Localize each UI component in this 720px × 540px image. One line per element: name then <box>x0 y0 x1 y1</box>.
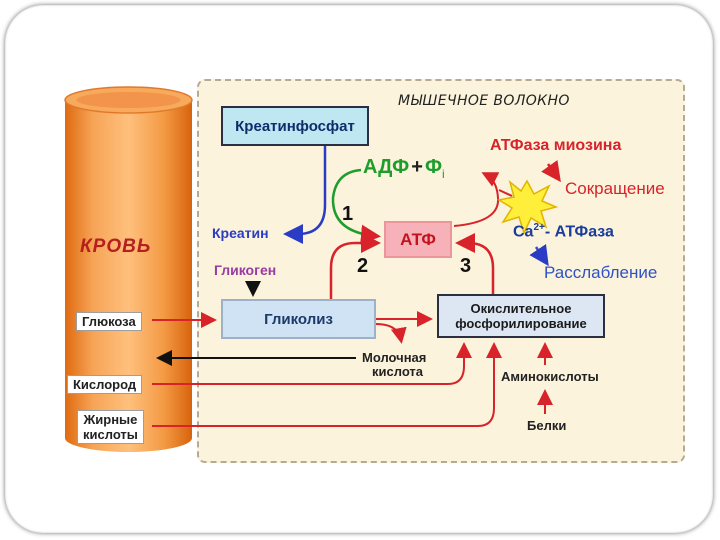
amino-acids-label: Аминокислоты <box>501 369 599 384</box>
oxygen-tag: Кислород <box>67 375 143 394</box>
relaxation-label: Расслабление <box>544 263 658 282</box>
oxphos-line-1: Окислительное <box>470 301 572 316</box>
proteins-label: Белки <box>527 418 567 433</box>
glycolysis-box: Гликолиз <box>221 299 376 339</box>
pathway-3-label: 3 <box>460 255 472 277</box>
myosin-atpase-label: АТФаза миозина <box>490 137 622 154</box>
creatine-phosphate-box: Креатинфосфат <box>221 106 369 146</box>
fatty-acids-line-1: Жирные <box>83 412 138 427</box>
lactic-acid-line-1: Молочная <box>362 350 427 365</box>
energy-starburst-icon <box>496 179 559 236</box>
plus-sign: + <box>411 156 423 178</box>
fatty-acids-line-2: кислоты <box>83 427 138 442</box>
fatty-acids-tag: Жирные кислоты <box>77 410 144 444</box>
ca-label: Ca <box>513 223 534 241</box>
phi-label: Ф <box>424 156 443 178</box>
phi-subscript: i <box>442 167 445 181</box>
ca-atpase-label: Ca2+- АТФаза <box>513 222 614 241</box>
glycogen-label: Гликоген <box>214 262 277 278</box>
ca-superscript: 2+ <box>533 222 545 233</box>
creatine-label: Креатин <box>212 225 269 241</box>
atp-box: АТФ <box>384 221 452 258</box>
ca-atpase-text: - АТФаза <box>544 223 614 241</box>
lactic-acid-line-2: кислота <box>372 364 424 379</box>
pathway-1-label: 1 <box>342 203 354 225</box>
lactic-acid-label: Молочная кислота <box>362 351 426 379</box>
blood-title: КРОВЬ <box>80 236 152 257</box>
oxphos-line-2: фосфорилирование <box>455 316 587 331</box>
muscle-fiber-title: МЫШЕЧНОЕ ВОЛОКНО <box>398 93 570 109</box>
pathway-2-label: 2 <box>357 255 369 277</box>
adp-phi-label: АДФ+Фi <box>363 156 445 181</box>
glucose-tag: Глюкоза <box>76 312 142 331</box>
adp-label: АДФ <box>363 156 410 178</box>
oxidative-phosphorylation-box: Окислительное фосфорилирование <box>437 294 605 338</box>
contraction-label: Сокращение <box>565 179 665 198</box>
